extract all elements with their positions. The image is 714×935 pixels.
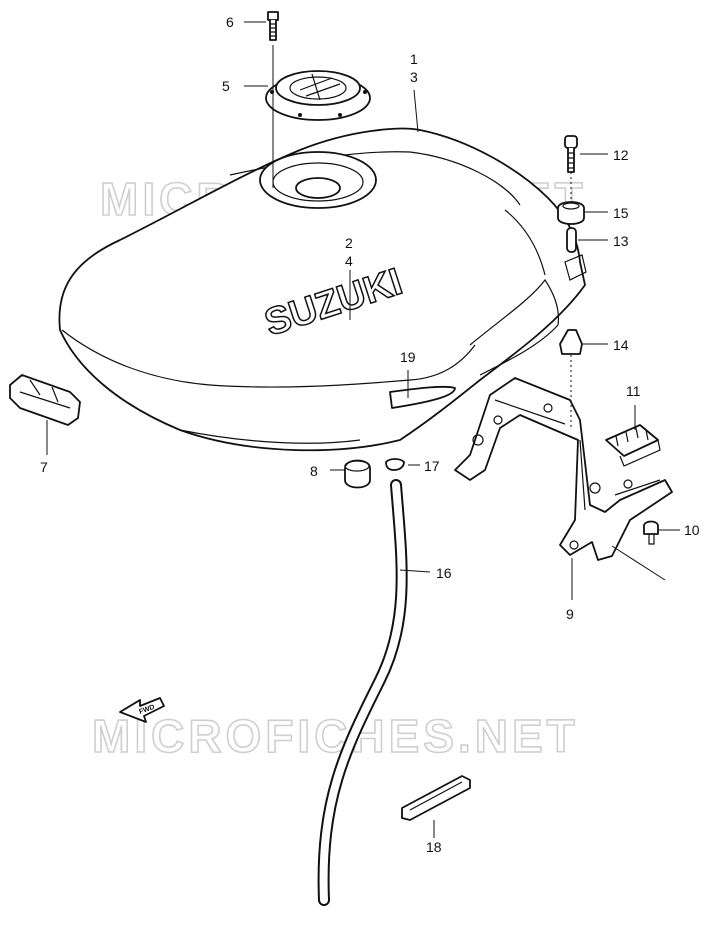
callouts: 1 3 2 4 5 6 7 8 9 10 11 12 13 14 15 16 1…: [40, 14, 700, 855]
cushion: [344, 459, 371, 489]
callout-14: 14: [613, 337, 629, 353]
callout-17: 17: [424, 458, 440, 474]
callout-8: 8: [310, 463, 318, 479]
grommet: [557, 201, 585, 225]
hose-clip: [9, 374, 81, 426]
bracket-bolt: [643, 520, 659, 545]
band-strap: [401, 775, 471, 821]
callout-5: 5: [222, 78, 230, 94]
tank-bracket: [454, 377, 673, 561]
callout-19: 19: [400, 349, 416, 365]
spacer: [566, 227, 577, 253]
watermark-bottom: MICROFICHES.NET: [92, 710, 579, 762]
callout-10: 10: [684, 522, 700, 538]
callout-16: 16: [436, 565, 452, 581]
callout-2: 2: [345, 235, 353, 251]
callout-3: 3: [410, 69, 418, 85]
callout-6: 6: [226, 14, 234, 30]
callout-18: 18: [426, 839, 442, 855]
callout-7: 7: [40, 459, 48, 475]
callout-12: 12: [613, 147, 629, 163]
callout-1: 1: [410, 51, 418, 67]
clamp: [385, 458, 405, 471]
cap-bolt: [267, 11, 279, 41]
leader-lines: [46, 21, 680, 838]
fwd-arrow: FWD: [119, 697, 165, 723]
callout-13: 13: [613, 233, 629, 249]
callout-11: 11: [626, 383, 641, 399]
fuel-cap: [265, 70, 371, 121]
callout-15: 15: [613, 205, 629, 221]
damper-rubber: [605, 424, 661, 467]
callout-4: 4: [345, 253, 353, 269]
drain-hose: [317, 479, 408, 906]
mount-bolt: [564, 135, 578, 173]
callout-9: 9: [566, 606, 574, 622]
rear-cushion: [559, 329, 583, 355]
